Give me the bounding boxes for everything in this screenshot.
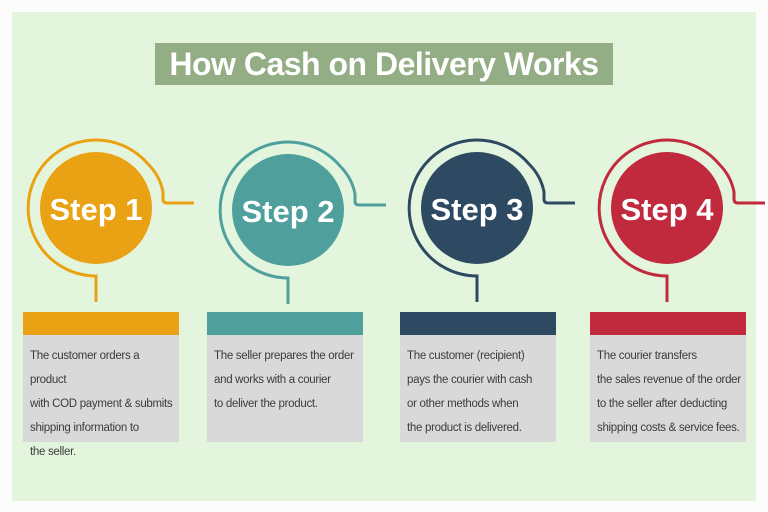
step-4-card-header (590, 312, 746, 335)
step-4-circle (611, 152, 723, 264)
step-1-description-text: The customer orders a product with COD p… (23, 335, 179, 458)
step-1-ring-connector (26, 138, 194, 302)
step-2-label: Step 2 (241, 194, 334, 229)
infographic-title: How Cash on Delivery Works (155, 43, 613, 85)
step-1-circle (40, 152, 152, 264)
step-2-description-text: The seller prepares the order and works … (207, 335, 363, 442)
step-4-label: Step 4 (620, 192, 714, 227)
steps-flow-diagram: Step 1 Step 2 Step 3 Step 4 (26, 138, 765, 304)
step-3-description-text: The customer (recipient) pays the courie… (400, 335, 556, 442)
step-2-circle (232, 154, 344, 266)
step-3-node: Step 3 (407, 138, 575, 302)
step-3-circle (421, 152, 533, 264)
step-1-label: Step 1 (49, 192, 142, 227)
step-4-description-card: The courier transfers the sales revenue … (590, 312, 746, 442)
step-2-ring-connector (218, 140, 386, 304)
infographic-canvas: How Cash on Delivery Works Step 1 Step 2… (12, 12, 765, 501)
step-1-description-card: The customer orders a product with COD p… (23, 312, 179, 458)
step-2-card-header (207, 312, 363, 335)
step-3-card-header (400, 312, 556, 335)
step-4-ring-connector (597, 138, 765, 302)
step-3-description-card: The customer (recipient) pays the courie… (400, 312, 556, 442)
step-4-description-text: The courier transfers the sales revenue … (590, 335, 746, 442)
title-row: How Cash on Delivery Works (12, 43, 756, 85)
step-2-node: Step 2 (218, 140, 386, 304)
step-4-node: Step 4 (597, 138, 765, 302)
step-3-ring-connector (407, 138, 575, 302)
step-3-label: Step 3 (430, 192, 523, 227)
step-2-description-card: The seller prepares the order and works … (207, 312, 363, 442)
step-1-card-header (23, 312, 179, 335)
step-1-node: Step 1 (26, 138, 194, 302)
